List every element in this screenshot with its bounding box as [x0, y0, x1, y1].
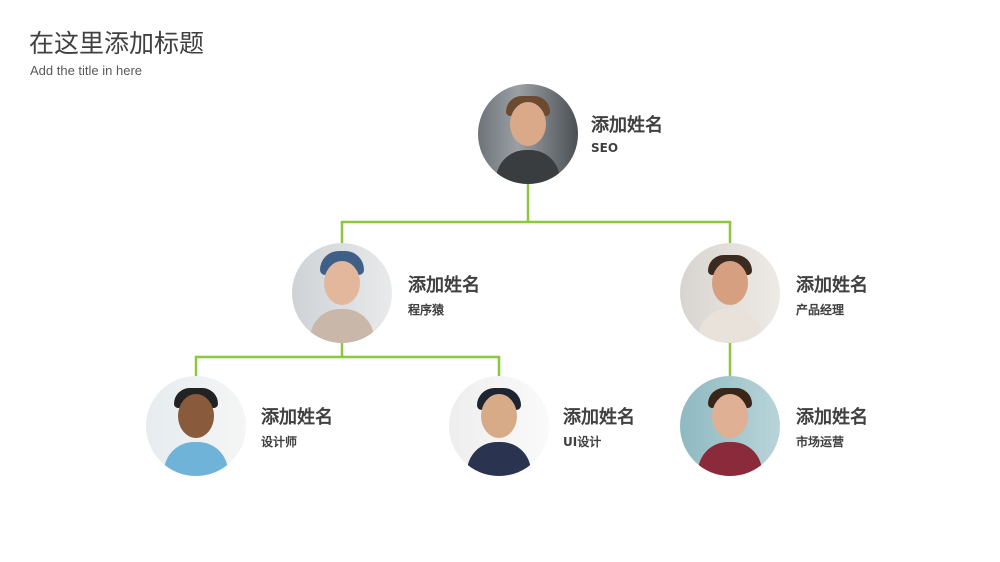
avatar-programmer [292, 243, 392, 343]
avatar-product-manager [680, 243, 780, 343]
node-role: 市场运营 [796, 435, 845, 449]
node-role: 设计师 [261, 435, 298, 449]
avatar-seo [478, 84, 578, 184]
node-role: SEO [591, 141, 619, 155]
node-role: 产品经理 [796, 303, 845, 317]
node-name: 添加姓名 [261, 407, 333, 428]
node-name: 添加姓名 [408, 275, 480, 296]
avatar-marketing [680, 376, 780, 476]
node-role: UI设计 [563, 435, 602, 449]
node-name: 添加姓名 [563, 407, 635, 428]
node-role: 程序猿 [408, 303, 445, 317]
node-name: 添加姓名 [796, 275, 868, 296]
slide-title: 在这里添加标题 [29, 29, 205, 58]
avatar-ui-designer [449, 376, 549, 476]
connector-level2 [194, 355, 501, 376]
slide-subtitle: Add the title in here [30, 63, 143, 78]
node-name: 添加姓名 [591, 115, 663, 136]
connector-level1 [340, 220, 732, 243]
node-name: 添加姓名 [796, 407, 868, 428]
avatar-designer [146, 376, 246, 476]
